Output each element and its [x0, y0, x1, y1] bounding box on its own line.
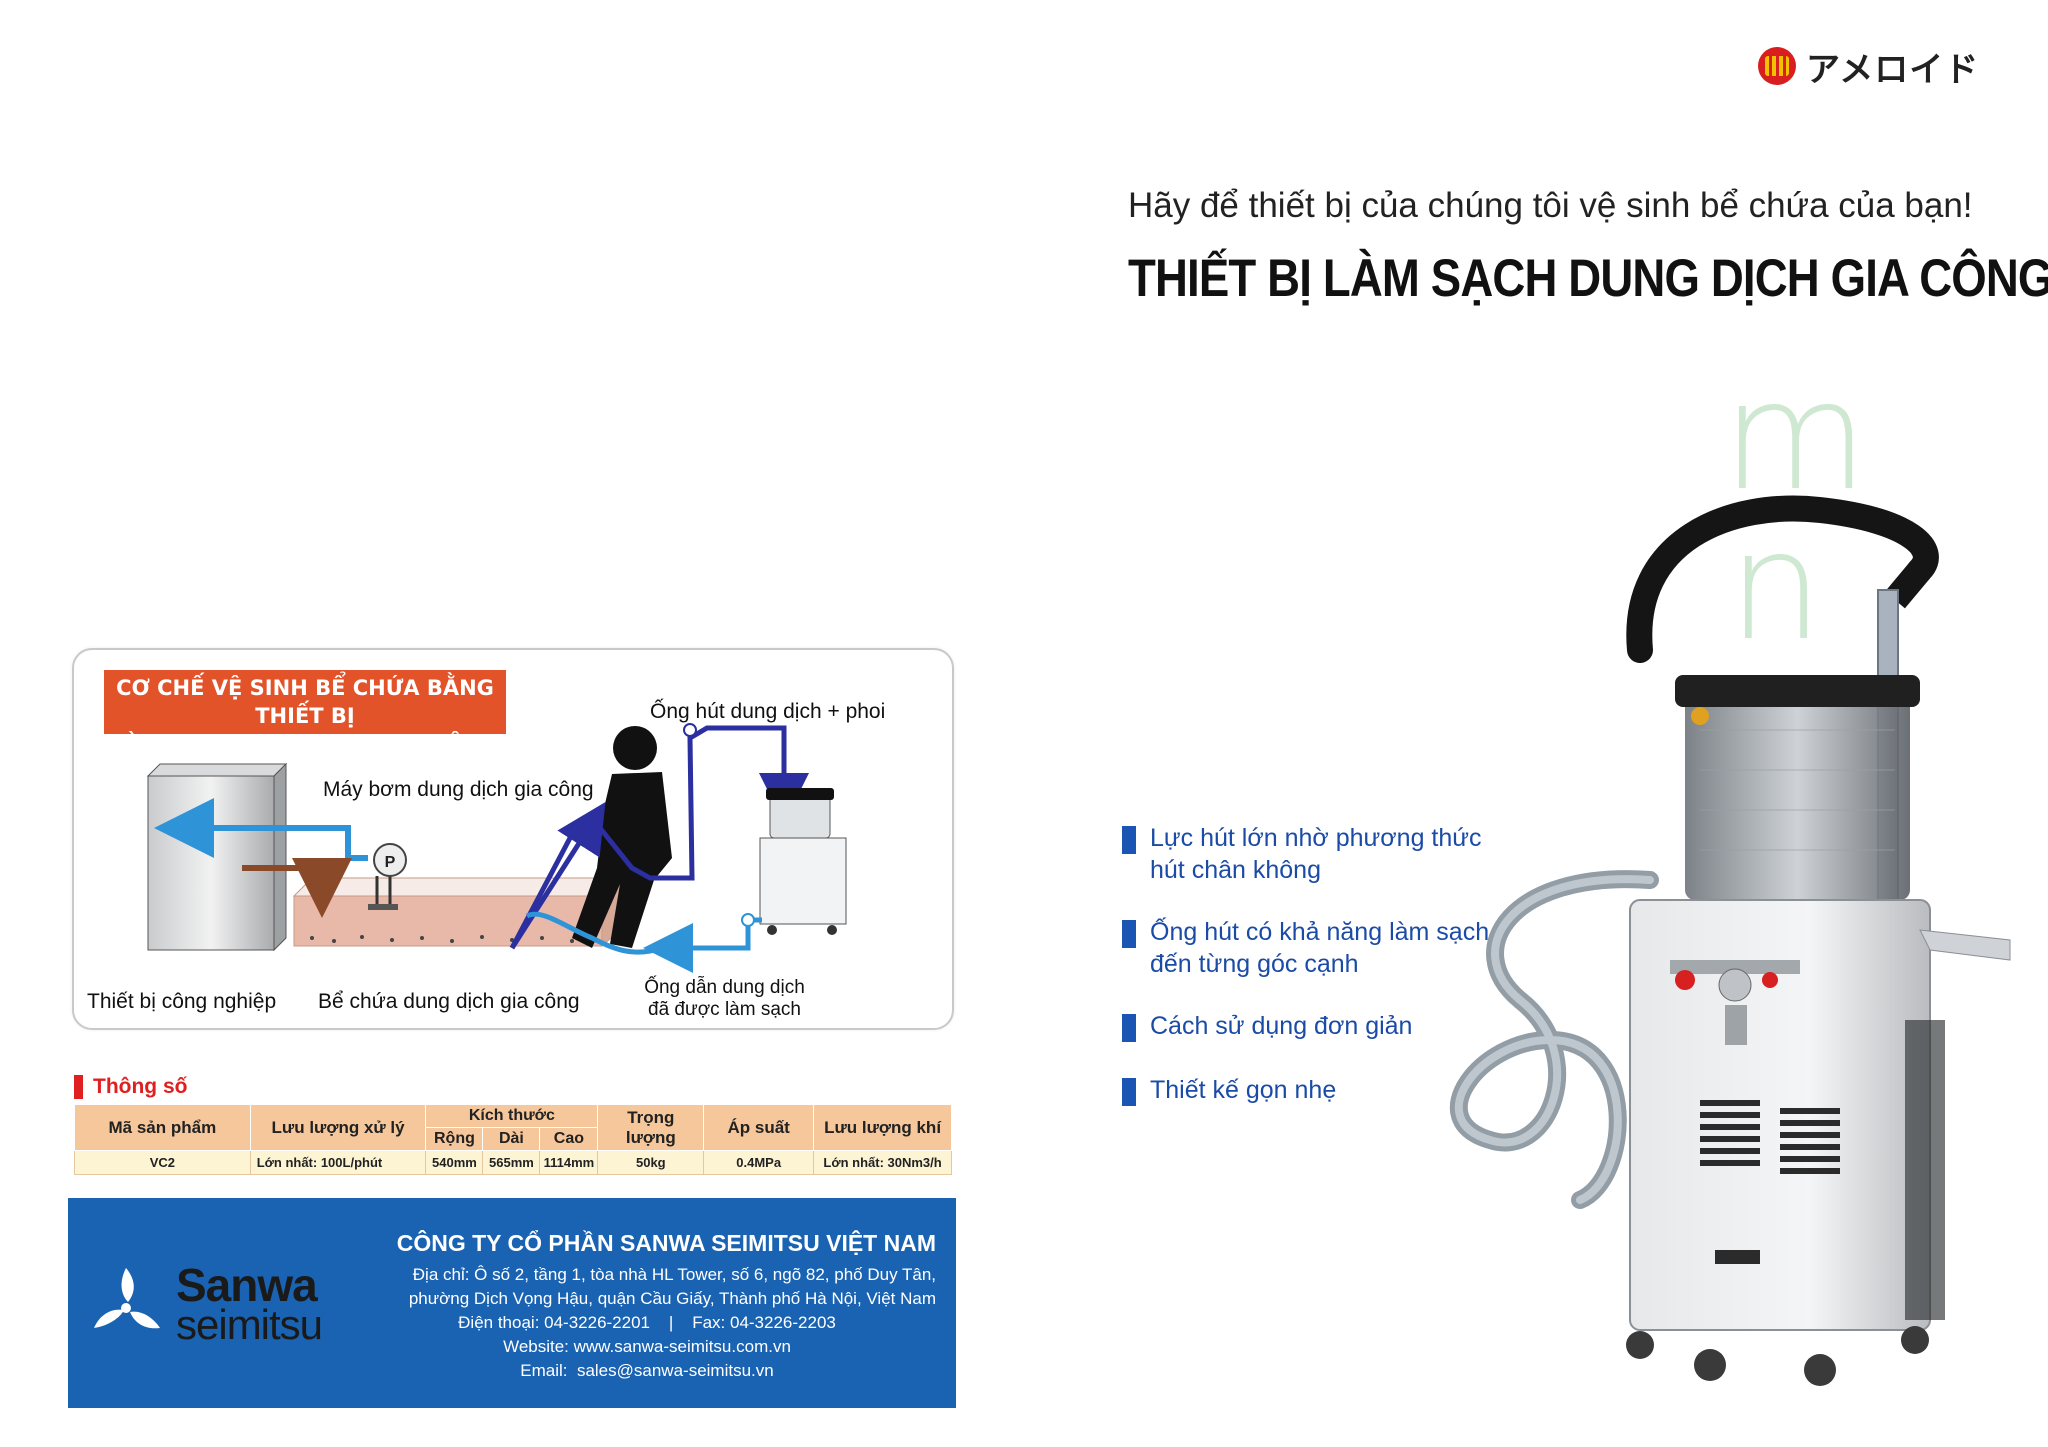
feature-item: Ống hút có khả năng làm sạch đến từng gó…: [1122, 916, 1489, 980]
feature-bullet: [1122, 920, 1136, 948]
email: Email: sales@sanwa-seimitsu.vn: [520, 1361, 774, 1380]
header-model: Mã sản phẩm: [74, 1104, 251, 1151]
cell-length: 565mm: [482, 1150, 541, 1175]
cell-model: VC2: [74, 1150, 251, 1175]
specs-bullet: [74, 1075, 83, 1099]
mechanism-diagram: P: [146, 723, 847, 973]
decorative-letter-n: n: [1728, 500, 1824, 674]
cell-flow: Lớn nhất: 100L/phút: [249, 1150, 427, 1175]
header-width: Rộng: [425, 1127, 484, 1151]
label-tank: Bể chứa dung dịch gia công: [318, 990, 580, 1013]
pipe-node: [683, 723, 697, 737]
decorative-letter-m: m: [1722, 350, 1869, 524]
specs-heading: Thông số: [74, 1075, 187, 1099]
website: Website: www.sanwa-seimitsu.com.vn: [503, 1337, 791, 1356]
feature-bullet: [1122, 826, 1136, 854]
table-subheader-row: Rộng Dài Cao: [75, 1127, 952, 1151]
logo-word-sanwa: Sanwa: [176, 1259, 318, 1311]
cell-height: 1114mm: [539, 1150, 599, 1175]
label-pump: Máy bơm dung dịch gia công: [323, 778, 594, 801]
feature-item: Thiết kế gọn nhẹ: [1122, 1074, 1336, 1106]
logo-word-seimitsu: seimitsu: [176, 1301, 323, 1348]
label-industrial-equipment: Thiết bị công nghiệp: [87, 990, 277, 1013]
cell-weight: 50kg: [597, 1150, 705, 1175]
cell-width: 540mm: [425, 1150, 484, 1175]
tank-icon: [292, 876, 622, 948]
specs-title: Thông số: [93, 1075, 188, 1098]
cleaning-machine-icon: [759, 788, 847, 935]
header-height: Cao: [539, 1127, 599, 1151]
address-line: phường Dịch Vọng Hậu, quận Cầu Giấy, Thà…: [408, 1289, 936, 1308]
feature-text-line: Cách sử dụng đơn giản: [1150, 1012, 1413, 1040]
pump-to-equipment-arrow: [154, 798, 368, 861]
pump-symbol: P: [385, 854, 396, 871]
sanwa-logo: Sanwa seimitsu: [84, 1259, 323, 1348]
feature-item: Lực hút lớn nhờ phương thức hút chân khô…: [1122, 822, 1482, 886]
equipment-to-tank-arrow: [242, 858, 352, 918]
address-line: Địa chỉ: Ô số 2, tầng 1, tòa nhà HL Towe…: [412, 1265, 936, 1284]
brand-emblem-icon: [1758, 47, 1796, 85]
feature-bullet: [1122, 1014, 1136, 1042]
brand-name: アメロイド: [1806, 49, 1980, 90]
header-weight: Trọng lượng: [597, 1104, 705, 1151]
label-return-pipe: Ống dẫn dung dịch đã được làm sạch: [644, 977, 805, 1020]
industrial-equipment-icon: [146, 762, 288, 952]
feature-bullet: [1122, 1078, 1136, 1106]
company-name: CÔNG TY CỔ PHẦN SANWA SEIMITSU VIỆT NAM: [396, 1230, 936, 1256]
header-size: Kích thước: [425, 1104, 599, 1128]
feature-text-line: đến từng góc cạnh: [1150, 950, 1359, 978]
brand-logo: アメロイド: [1758, 44, 1980, 90]
cell-air-flow: Lớn nhất: 30Nm3/h: [813, 1150, 952, 1175]
diagram-title: CƠ CHẾ VỆ SINH BỂ CHỨA BẰNG THIẾT BỊ LÀM…: [104, 670, 506, 756]
return-pipe-curve: [525, 911, 663, 955]
page-title: THIẾT BỊ LÀM SẠCH DUNG DỊCH GIA CÔNG: [1128, 249, 2048, 308]
tagline: Hãy để thiết bị của chúng tôi vệ sinh bể…: [1128, 186, 1973, 225]
feature-item: Cách sử dụng đơn giản: [1122, 1010, 1412, 1042]
header-flow: Lưu lượng xử lý: [249, 1104, 427, 1151]
phone-fax: Điện thoại: 04-3226-2201 | Fax: 04-3226-…: [458, 1313, 836, 1332]
pump-icon: P: [368, 843, 407, 910]
sanwa-mark-icon: [94, 1268, 160, 1329]
label-suction-pipe: Ống hút dung dịch + phoi: [650, 700, 886, 723]
suction-nozzle-arrow: [509, 801, 606, 950]
feature-text-line: Thiết kế gọn nhẹ: [1150, 1076, 1337, 1104]
header-pressure: Áp suất: [703, 1104, 815, 1151]
feature-text-line: Ống hút có khả năng làm sạch: [1150, 918, 1490, 946]
specs-table: Mã sản phẩm Lưu lượng xử lý Kích thước T…: [74, 1104, 952, 1175]
cell-pressure: 0.4MPa: [703, 1150, 815, 1175]
operator-icon: [572, 726, 672, 948]
pipe-node: [741, 913, 755, 927]
company-info: CÔNG TY CỔ PHẦN SANWA SEIMITSU VIỆT NAM …: [356, 1230, 936, 1311]
company-footer: [68, 1198, 956, 1408]
table-header-row: Mã sản phẩm Lưu lượng xử lý Kích thước T…: [74, 1104, 952, 1151]
feature-text-line: hút chân không: [1150, 856, 1321, 884]
feature-text-line: Lực hút lớn nhờ phương thức: [1150, 824, 1482, 852]
contact-info: Điện thoại: 04-3226-2201 | Fax: 04-3226-…: [344, 1311, 950, 1383]
table-row: VC2 Lớn nhất: 100L/phút 540mm 565mm 1114…: [74, 1150, 952, 1175]
cleaning-machine-illustration: [1449, 495, 2011, 1386]
header-length: Dài: [482, 1127, 541, 1151]
header-air-flow: Lưu lượng khí: [813, 1104, 952, 1151]
